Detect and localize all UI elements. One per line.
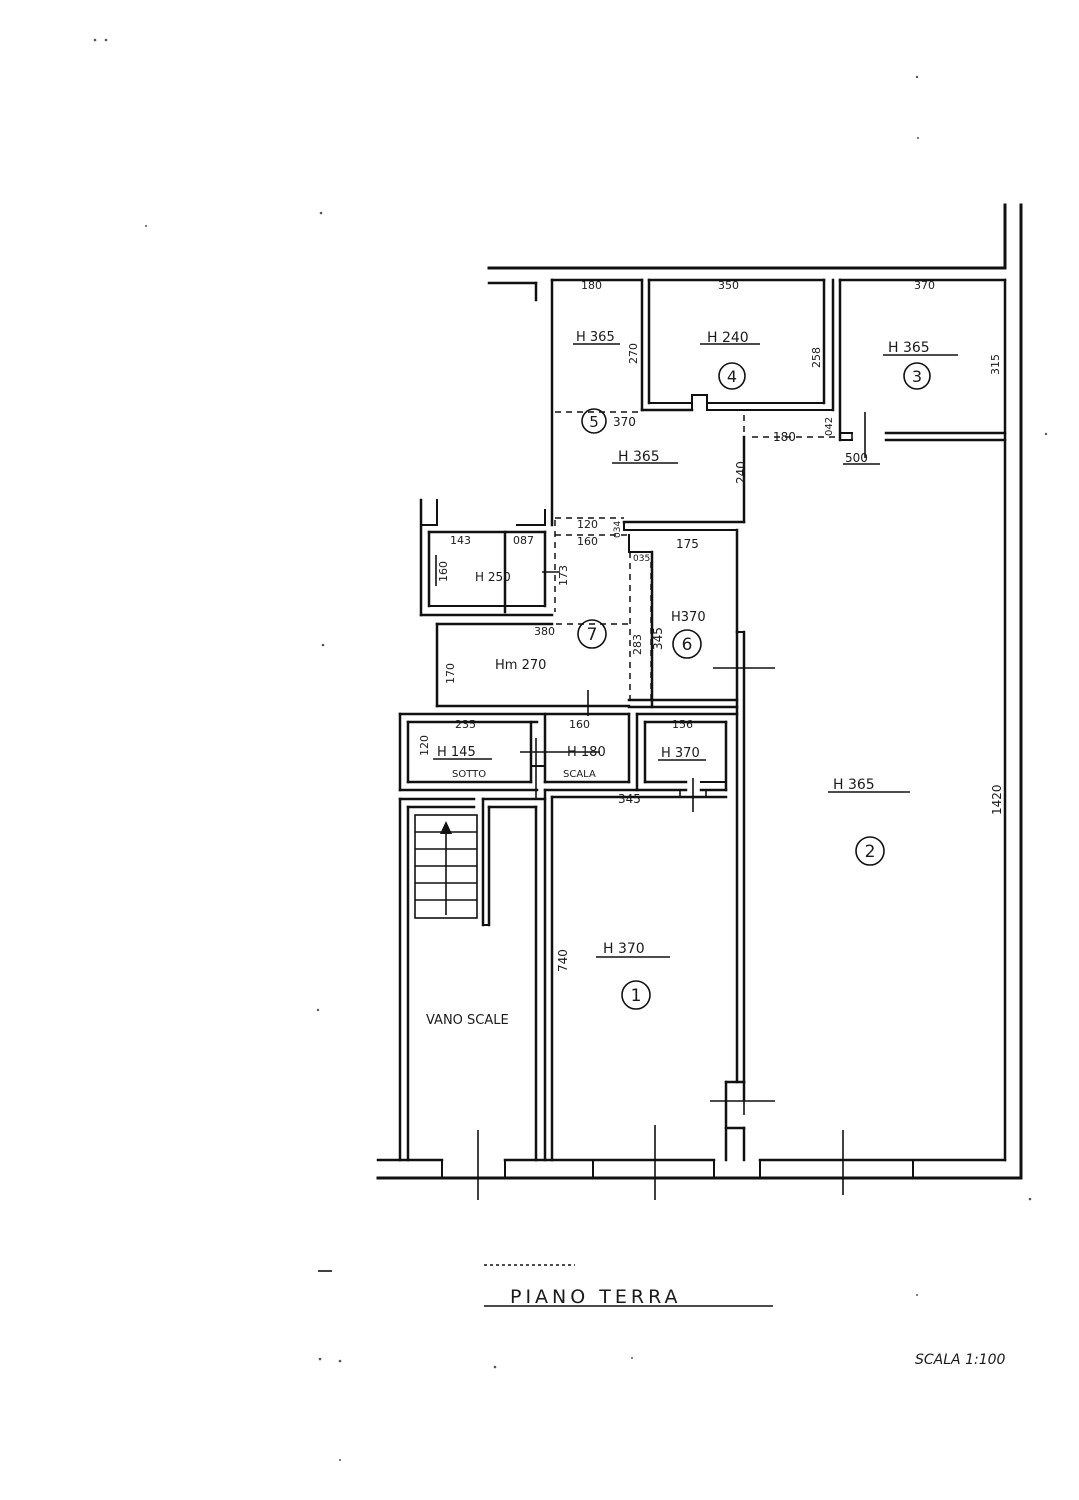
stair-hall-label: VANO SCALE bbox=[426, 1013, 509, 1028]
under-stair-label-1: SOTTO bbox=[452, 769, 486, 780]
svg-text:180: 180 bbox=[581, 279, 602, 292]
svg-text:2: 2 bbox=[865, 842, 876, 862]
room-6-height: H370 bbox=[671, 610, 706, 625]
svg-text:315: 315 bbox=[989, 354, 1002, 375]
svg-text:180: 180 bbox=[773, 430, 796, 444]
svg-text:170: 170 bbox=[444, 663, 457, 684]
height-closet: H 370 bbox=[661, 746, 700, 761]
room-markers: 1 2 3 4 5 6 7 bbox=[577, 362, 931, 1010]
room-4-marker: 4 bbox=[718, 362, 746, 390]
svg-text:345: 345 bbox=[651, 627, 665, 650]
room-7-height: Hm 270 bbox=[495, 658, 546, 673]
svg-text:042: 042 bbox=[824, 417, 835, 436]
opening-ticks bbox=[435, 409, 866, 1200]
svg-text:5: 5 bbox=[589, 413, 599, 431]
height-under-stair: H 180 bbox=[567, 745, 606, 760]
svg-text:740: 740 bbox=[556, 949, 570, 972]
room-5-marker: 5 bbox=[581, 408, 607, 434]
svg-text:258: 258 bbox=[810, 347, 823, 368]
svg-text:087: 087 bbox=[513, 534, 534, 547]
svg-text:160: 160 bbox=[577, 535, 598, 548]
interior-walls bbox=[398, 278, 1007, 1162]
room-6-marker: 6 bbox=[672, 629, 702, 659]
svg-text:370: 370 bbox=[613, 415, 636, 429]
svg-text:4: 4 bbox=[727, 367, 737, 386]
under-stair-label-2: SCALA bbox=[563, 769, 596, 780]
svg-text:035: 035 bbox=[633, 554, 650, 564]
svg-text:156: 156 bbox=[672, 718, 693, 731]
svg-text:120: 120 bbox=[577, 518, 598, 531]
svg-text:350: 350 bbox=[718, 279, 739, 292]
svg-text:034: 034 bbox=[613, 521, 623, 538]
exterior-walls bbox=[376, 203, 1023, 1180]
svg-text:3: 3 bbox=[912, 367, 922, 386]
svg-text:143: 143 bbox=[450, 534, 471, 547]
title-block: PIANO TERRA SCALA 1:100 bbox=[484, 1264, 1006, 1368]
height-wc: H 250 bbox=[475, 570, 511, 584]
svg-text:380: 380 bbox=[534, 625, 555, 638]
svg-text:120: 120 bbox=[418, 735, 431, 756]
room-2-marker: 2 bbox=[855, 836, 885, 866]
room-2-height: H 365 bbox=[833, 777, 875, 793]
plan-scale: SCALA 1:100 bbox=[915, 1352, 1006, 1368]
svg-text:160: 160 bbox=[569, 718, 590, 731]
svg-text:7: 7 bbox=[587, 625, 598, 645]
svg-text:235: 235 bbox=[455, 718, 476, 731]
svg-text:175: 175 bbox=[676, 537, 699, 551]
svg-text:1: 1 bbox=[631, 986, 642, 1006]
svg-text:283: 283 bbox=[631, 634, 644, 655]
room-1-height: H 370 bbox=[603, 941, 645, 957]
height-labels: H 370 H 365 H 365 H 240 H 365 H370 Hm 27… bbox=[426, 330, 958, 1028]
svg-text:173: 173 bbox=[557, 565, 570, 586]
svg-text:370: 370 bbox=[914, 279, 935, 292]
room-3-marker: 3 bbox=[903, 362, 931, 390]
svg-text:240: 240 bbox=[734, 461, 748, 484]
height-top-left-room: H 365 bbox=[576, 330, 615, 345]
svg-text:1420: 1420 bbox=[990, 784, 1004, 815]
dimension-labels: 180 350 370 315 270 258 370 180 042 500 … bbox=[418, 279, 1004, 972]
svg-text:160: 160 bbox=[437, 561, 450, 582]
svg-text:6: 6 bbox=[682, 635, 693, 655]
opening-lines bbox=[545, 411, 836, 700]
scan-specks bbox=[93, 38, 1048, 1461]
room-7-marker: 7 bbox=[577, 619, 607, 649]
svg-text:345: 345 bbox=[618, 792, 641, 806]
room-4-height: H 240 bbox=[707, 330, 749, 346]
room-5-height: H 365 bbox=[618, 449, 660, 465]
svg-text:270: 270 bbox=[627, 343, 640, 364]
height-storage: H 145 bbox=[437, 745, 476, 760]
room-3-height: H 365 bbox=[888, 340, 930, 356]
svg-text:500: 500 bbox=[845, 451, 868, 465]
plan-title: PIANO TERRA bbox=[510, 1286, 682, 1308]
room-1-marker: 1 bbox=[621, 980, 651, 1010]
staircase bbox=[414, 814, 478, 919]
